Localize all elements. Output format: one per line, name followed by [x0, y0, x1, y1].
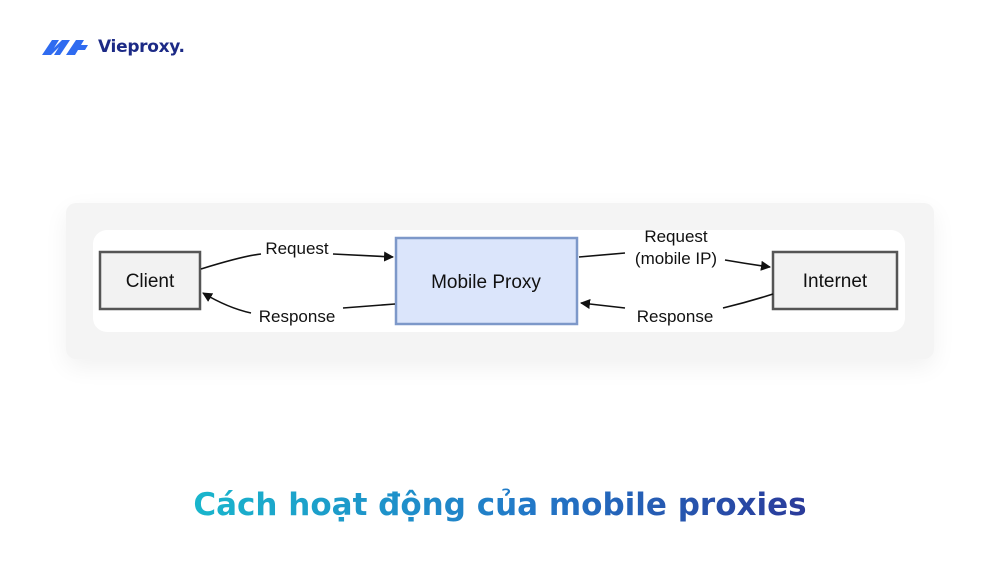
right-response-label: Response — [637, 307, 714, 326]
brand-logo: Vieproxy. — [40, 36, 185, 58]
diagram-card: Client Mobile Proxy Internet Request Res… — [66, 203, 934, 359]
mobile-proxy-node: Mobile Proxy — [394, 236, 579, 326]
left-response-label: Response — [259, 307, 336, 326]
caption-text: Cách hoạt động của mobile proxies — [193, 487, 807, 523]
right-response-arrow — [581, 294, 774, 308]
page-caption: Cách hoạt động của mobile proxies — [0, 487, 1000, 523]
internet-label: Internet — [803, 271, 868, 292]
left-request-label: Request — [265, 239, 329, 258]
client-label: Client — [126, 271, 175, 292]
client-node: Client — [98, 250, 202, 311]
right-request-arrow — [578, 252, 770, 267]
brand-name: Vieproxy. — [98, 37, 185, 57]
right-request-label-line2: (mobile IP) — [635, 249, 717, 268]
left-response-arrow — [203, 293, 396, 314]
right-request-label-line1: Request — [644, 230, 708, 246]
proxy-flow-diagram: Client Mobile Proxy Internet Request Res… — [98, 230, 899, 326]
mobile-proxy-label: Mobile Proxy — [431, 272, 541, 293]
internet-node: Internet — [771, 250, 899, 311]
diagram-panel: Client Mobile Proxy Internet Request Res… — [93, 230, 905, 332]
left-request-arrow — [200, 254, 393, 270]
vieproxy-logo-icon — [42, 40, 88, 55]
